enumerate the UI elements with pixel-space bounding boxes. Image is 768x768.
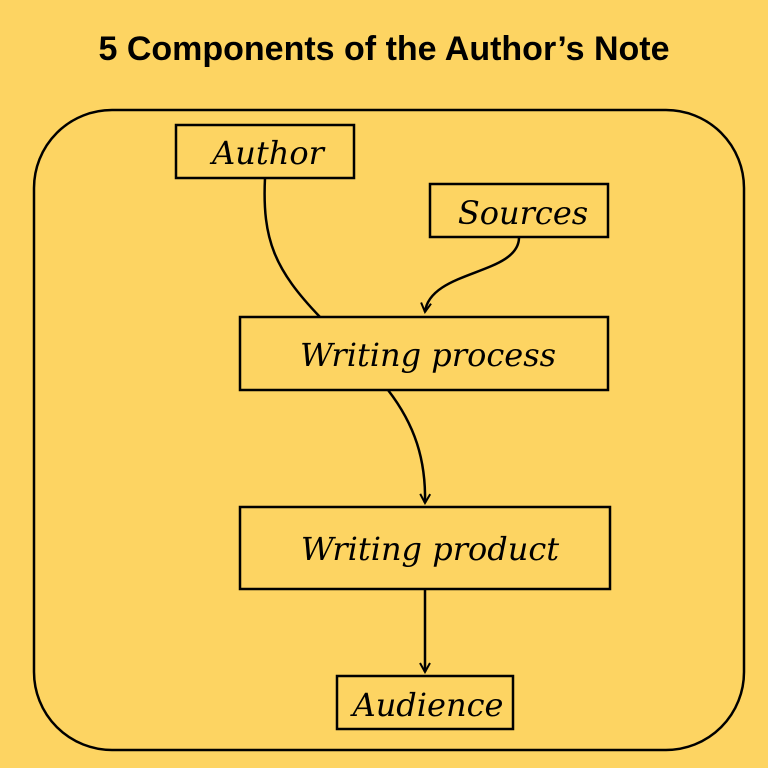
arrow-sources-to-writing-process bbox=[425, 237, 521, 312]
node-writing-product-label: Writing product bbox=[301, 530, 559, 568]
node-audience: Audience bbox=[335, 674, 515, 731]
node-author: Author bbox=[174, 123, 356, 180]
node-sources: Sources bbox=[428, 182, 610, 239]
node-author-label: Author bbox=[209, 134, 325, 172]
node-audience-label: Audience bbox=[350, 686, 504, 724]
node-writing-process-label: Writing process bbox=[300, 336, 556, 374]
node-sources-label: Sources bbox=[458, 194, 588, 232]
node-writing-product: Writing product bbox=[238, 505, 612, 591]
connector-author-to-writing-process bbox=[263, 177, 321, 318]
node-writing-process: Writing process bbox=[238, 315, 610, 392]
page-title: 5 Components of the Author’s Note bbox=[98, 30, 670, 68]
diagram-container bbox=[32, 108, 746, 752]
arrow-writing-process-to-writing-product bbox=[387, 389, 425, 503]
